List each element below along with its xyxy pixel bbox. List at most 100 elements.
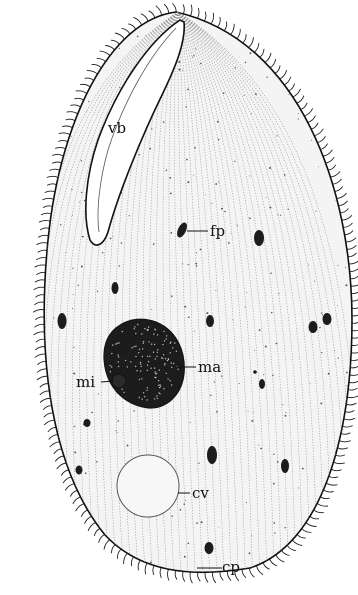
cilium — [33, 310, 44, 313]
cilium — [224, 22, 227, 31]
cilium — [314, 510, 324, 513]
cilium — [329, 476, 338, 478]
speckle — [187, 89, 189, 91]
cilium — [204, 12, 206, 21]
cilium — [128, 24, 136, 30]
nucleus-stipple — [162, 358, 163, 359]
speckle — [234, 161, 235, 162]
cilium — [175, 571, 177, 580]
nucleus-stipple — [140, 362, 141, 363]
granule — [206, 315, 214, 327]
cilium — [334, 462, 345, 464]
speckle — [318, 166, 319, 167]
nucleus-stipple — [155, 371, 156, 372]
nucleus-stipple — [130, 361, 131, 362]
cilium — [293, 89, 301, 97]
speckle — [254, 350, 255, 351]
speckle — [336, 200, 337, 201]
nucleus-stipple — [162, 344, 163, 345]
nucleus-stipple — [131, 347, 132, 348]
nucleus-stipple — [157, 398, 158, 399]
speckle — [187, 181, 189, 183]
cilium — [73, 497, 81, 504]
speckle — [53, 137, 54, 138]
speckle — [345, 267, 346, 268]
nucleus-stipple — [111, 366, 112, 367]
speckle — [232, 319, 233, 320]
nucleus-stipple — [167, 360, 168, 361]
cilium — [275, 66, 280, 74]
nucleus-stipple — [139, 379, 140, 380]
speckle — [47, 439, 48, 440]
nucleus-stipple — [176, 351, 177, 352]
nucleus-stipple — [172, 347, 173, 348]
granule — [281, 459, 289, 473]
nucleus-stipple — [127, 366, 128, 367]
speckle — [346, 372, 348, 374]
speckle — [237, 225, 238, 226]
nucleus-stipple — [135, 366, 136, 367]
cilium — [41, 213, 51, 215]
speckle — [79, 202, 80, 203]
cilium — [85, 516, 92, 524]
cilium — [50, 442, 60, 447]
speckle — [95, 21, 97, 23]
speckle — [314, 281, 315, 282]
cilium — [260, 49, 264, 57]
cilium — [38, 250, 47, 252]
speckle — [224, 211, 226, 213]
cilium — [350, 366, 358, 368]
nucleus-stipple — [166, 373, 167, 374]
speckle — [45, 562, 47, 564]
speckle — [277, 214, 278, 215]
cilium — [36, 339, 45, 342]
speckle — [273, 483, 275, 485]
cilium — [97, 59, 106, 62]
cilium — [302, 529, 312, 533]
cilium — [352, 328, 358, 331]
speckle — [117, 420, 119, 422]
cilium — [326, 483, 337, 485]
nucleus-stipple — [118, 356, 119, 357]
speckle — [273, 454, 274, 455]
cilium — [62, 126, 72, 128]
cilium — [40, 398, 51, 402]
granule — [58, 313, 67, 329]
nucleus-stipple — [151, 344, 152, 345]
speckle — [216, 411, 218, 413]
cilium — [80, 84, 90, 87]
cilium — [343, 223, 352, 227]
speckle — [78, 285, 79, 286]
cilium — [320, 497, 329, 499]
speckle — [183, 503, 185, 505]
cilium — [337, 193, 347, 198]
cilium — [145, 563, 147, 574]
nucleus-stipple — [171, 367, 172, 368]
cilium — [314, 129, 323, 136]
cilium — [42, 198, 53, 199]
cilium — [317, 136, 325, 142]
cilium — [38, 235, 48, 237]
speckle — [73, 347, 74, 348]
label-ma: ma — [198, 358, 221, 376]
cilium — [156, 6, 162, 16]
nucleus-stipple — [117, 354, 118, 355]
speckle — [179, 69, 181, 71]
granule — [207, 446, 217, 464]
cilium — [37, 243, 48, 245]
cilium — [349, 260, 358, 264]
speckle — [137, 36, 139, 38]
speckle — [194, 331, 195, 332]
nucleus-stipple — [174, 342, 175, 343]
speckle — [131, 19, 132, 20]
speckle — [195, 48, 196, 49]
cilium — [257, 566, 264, 575]
cilium — [350, 275, 358, 278]
cilium — [249, 37, 254, 47]
nucleus-stipple — [144, 328, 145, 329]
nucleus-stipple — [136, 370, 137, 371]
speckle — [315, 545, 316, 546]
cilium — [55, 147, 65, 148]
speckle — [249, 175, 250, 176]
cilium — [47, 184, 56, 186]
